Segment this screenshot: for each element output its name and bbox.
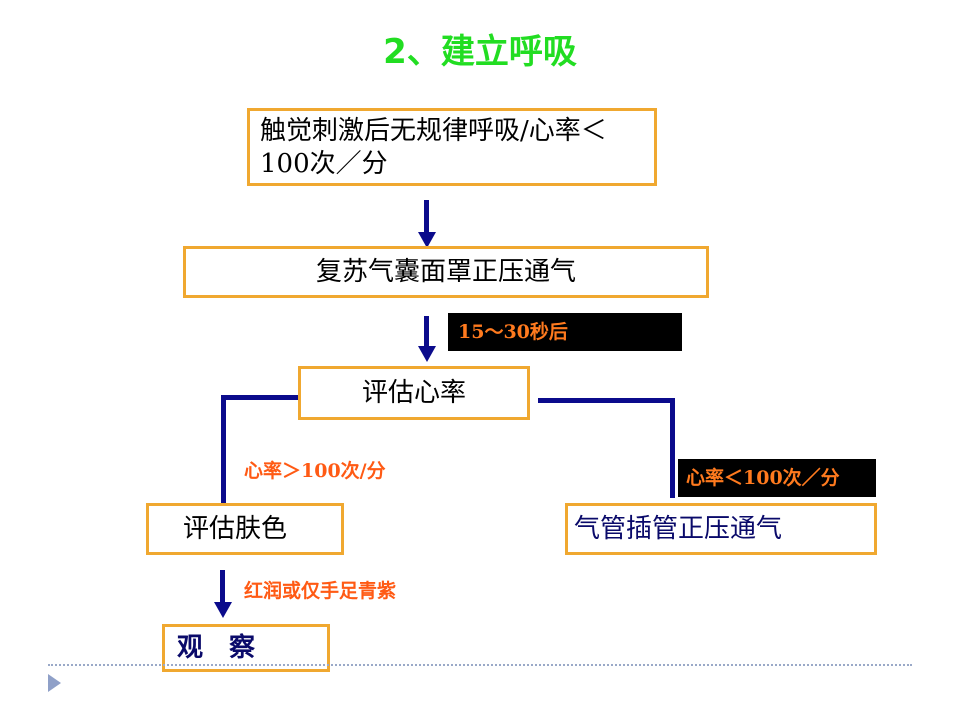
time-label-text: 15～30秒后 [458,321,568,343]
assess-heart-rate-text: 评估心率 [361,378,466,408]
arrow-shaft-3 [220,570,225,604]
footer-triangle-icon [48,674,61,692]
start-condition-box: 触觉刺激后无规律呼吸/心率＜100次／分 [247,108,657,186]
arrow-head-2 [418,346,436,362]
right-branch-horizontal [538,398,675,403]
observe-text: 观 察 [177,633,256,663]
ventilation-text: 复苏气囊面罩正压通气 [315,257,576,287]
arrow-shaft-2 [424,316,429,348]
left-branch-horizontal [221,395,298,400]
intubation-box: 气管插管正压通气 [565,503,877,555]
arrow-head-3 [214,602,232,618]
intubation-text: 气管插管正压通气 [574,514,783,544]
left-branch-vertical [221,395,226,503]
heart-rate-low-text: 心率＜100次／分 [686,467,840,489]
assess-heart-rate-box: 评估心率 [298,366,530,420]
assess-skin-color-box: 评估肤色 [146,503,344,555]
ventilation-box: 复苏气囊面罩正压通气 [183,246,709,298]
heart-rate-low-label: 心率＜100次／分 [678,459,876,497]
assess-skin-color-text: 评估肤色 [183,514,288,544]
arrow-shaft-1 [424,200,429,234]
time-label: 15～30秒后 [448,313,682,351]
footer-divider [48,664,912,666]
skin-result-text: 红润或仅手足青紫 [244,580,397,602]
right-branch-vertical [670,398,675,498]
heart-rate-high-label: 心率＞100次/分 [244,456,386,483]
heart-rate-high-text: 心率＞100次/分 [244,460,386,482]
skin-result-label: 红润或仅手足青紫 [244,576,396,603]
arrow-head-1 [418,232,436,248]
slide-title: 2、建立呼吸 [383,32,577,72]
start-condition-text: 触觉刺激后无规律呼吸/心率＜100次／分 [260,116,607,179]
